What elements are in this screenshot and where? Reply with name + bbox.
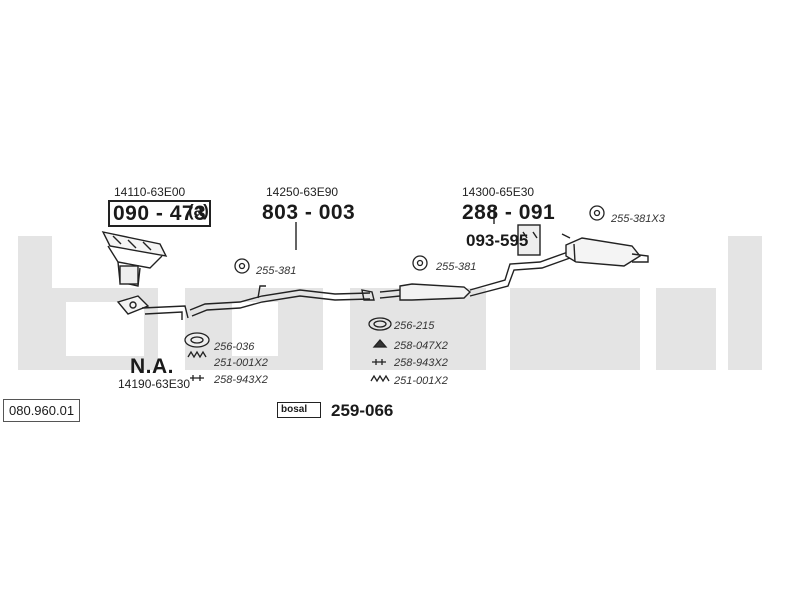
- accessory-label: 255-381: [256, 265, 297, 277]
- rubber-hanger-icons: [234, 205, 605, 274]
- rear-silencer-drawing: [493, 208, 649, 267]
- accessory-label: 258-047X2: [394, 340, 448, 352]
- manifold-note: (a): [188, 201, 209, 220]
- front-pipe-drawing: [116, 295, 189, 320]
- centre-silencer-drawing: [379, 251, 571, 301]
- bracket-part-number: 093-595: [466, 231, 529, 250]
- mounting-kit-brand: bosal: [281, 404, 308, 415]
- accessory-label: 251-001X2: [394, 375, 448, 387]
- accessory-label: 258-943X2: [394, 357, 448, 369]
- accessory-label: 251-001X2: [214, 357, 268, 369]
- accessory-label: 256-036: [214, 341, 255, 353]
- small-parts-drawing: [184, 317, 392, 383]
- rear-box-part-number: 288 - 091: [462, 201, 556, 224]
- mid-pipe-part-number: 803 - 003: [262, 201, 356, 224]
- accessory-label: 255-381: [436, 261, 477, 273]
- mid-pipe-drawing: [189, 222, 375, 317]
- accessory-label: 255-381X3: [611, 213, 665, 225]
- mounting-kit-box-icon: bosal: [277, 402, 321, 418]
- diagram-reference-code: 080.960.01: [3, 399, 81, 422]
- accessory-label: 256-215: [394, 320, 435, 332]
- mid-pipe-oem-number: 14250-63E90: [266, 185, 339, 199]
- exhaust-manifold-drawing: [101, 231, 168, 287]
- front-pipe-oem-number: 14190-63E30: [118, 377, 191, 391]
- front-pipe-part-number: N.A.: [130, 355, 174, 378]
- accessory-label: 258-943X2: [214, 374, 268, 386]
- manifold-part-number: 090 - 473: [108, 200, 212, 227]
- manifold-oem-number: 14110-63E00: [114, 185, 186, 199]
- mounting-kit-part-number: 259-066: [331, 401, 394, 420]
- rear-box-oem-number: 14300-65E30: [462, 185, 535, 199]
